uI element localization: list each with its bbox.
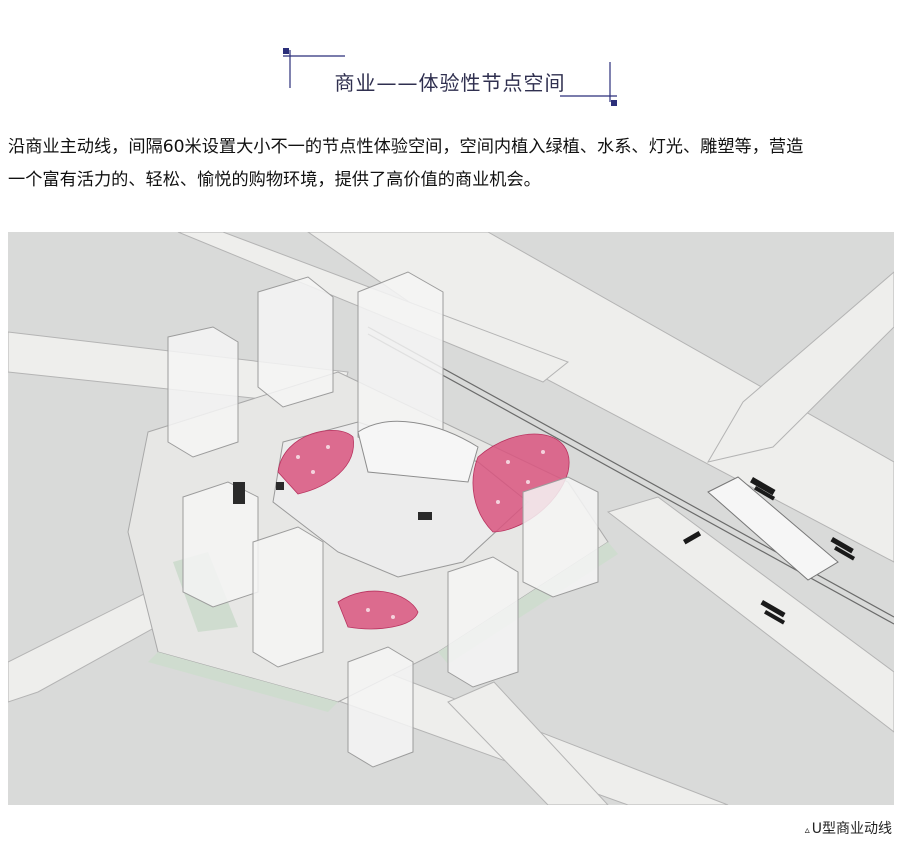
figure-caption: ▵U型商业动线: [805, 818, 892, 838]
buildings: [167, 271, 599, 768]
page-title: 商业——体验性节点空间: [334, 71, 566, 95]
paragraph-line-2: 一个富有活力的、轻松、愉悦的购物环境，提供了高价值的商业机会。: [8, 170, 541, 190]
paragraph-line-1: 沿商业主动线，间隔60米设置大小不一的节点性体验空间，空间内植入绿植、水系、灯光…: [8, 137, 804, 157]
heading-frame: [283, 48, 617, 106]
corner-square-bottom: [611, 100, 617, 106]
triangle-marker-icon: ▵: [804, 825, 810, 836]
corner-square-top: [283, 48, 289, 54]
section-heading: 商业——体验性节点空间: [0, 40, 900, 110]
station-bridge: [707, 476, 839, 581]
mall-podium: [357, 420, 479, 483]
node-light-dots: [296, 445, 545, 619]
site-diagram: [8, 232, 894, 805]
site-axonometric-image: [8, 232, 894, 805]
building-accents: [233, 482, 432, 520]
description-paragraph: 沿商业主动线，间隔60米设置大小不一的节点性体验空间，空间内植入绿植、水系、灯光…: [8, 131, 896, 197]
station-stairs: [683, 476, 856, 625]
caption-text: U型商业动线: [811, 821, 892, 837]
